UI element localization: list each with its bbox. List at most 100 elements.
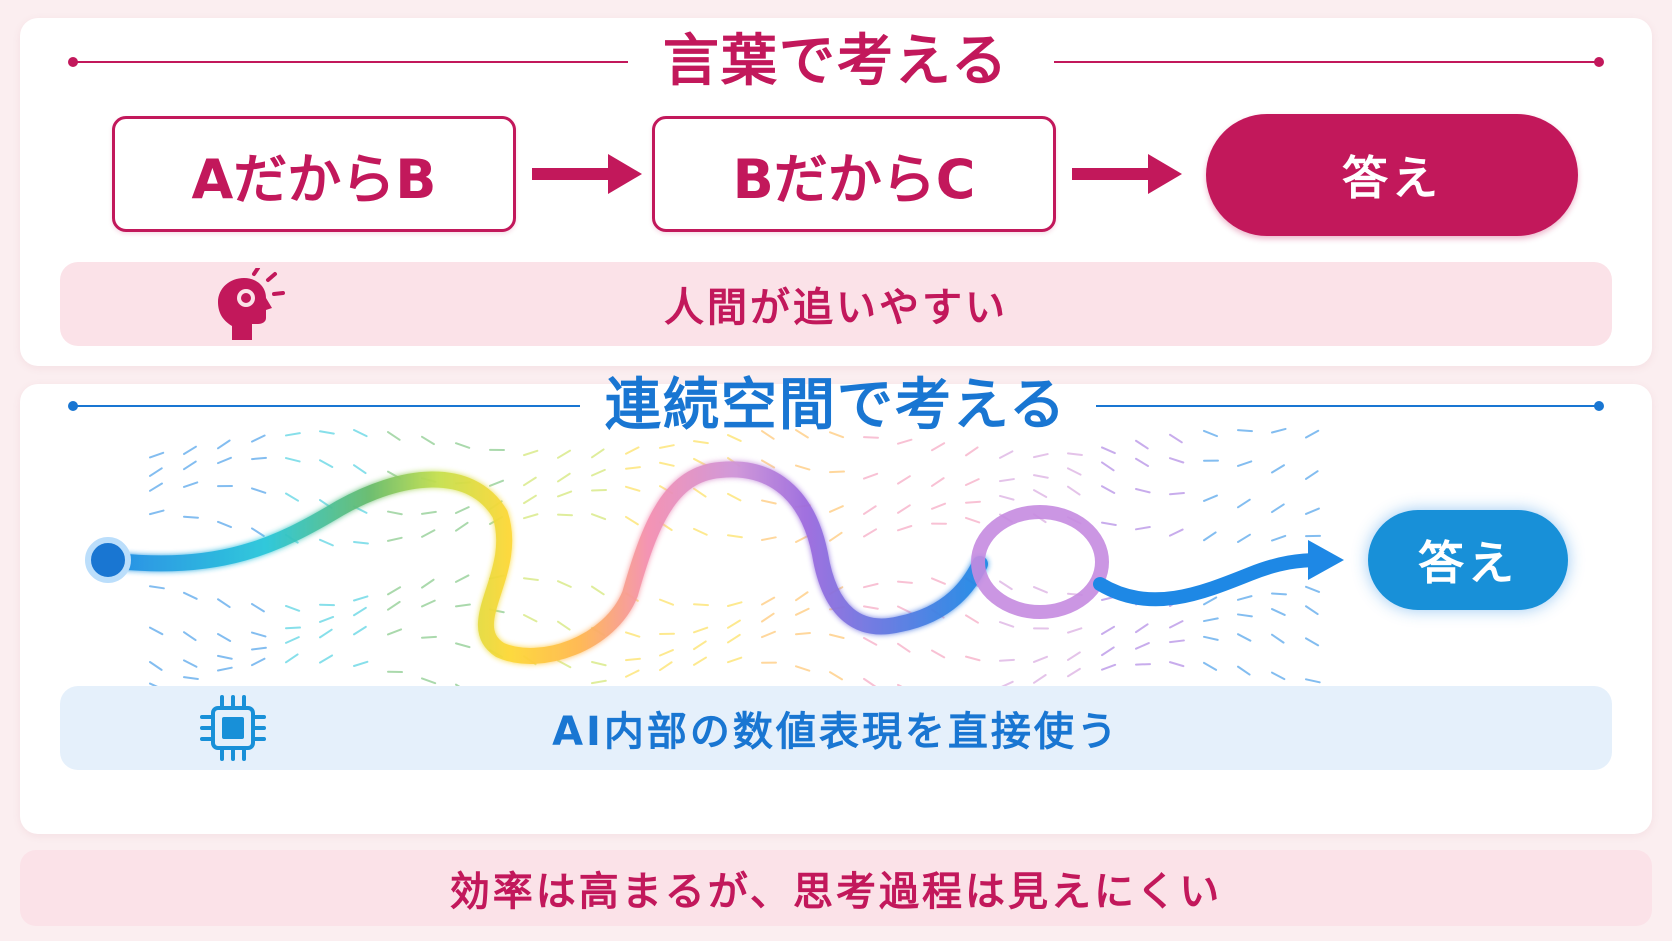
vector-field-arrow (421, 677, 437, 685)
vector-field-arrow (251, 657, 266, 667)
vector-field-arrow (863, 582, 879, 589)
vector-field-arrow (999, 450, 1014, 459)
vector-field-arrow (591, 679, 607, 685)
vector-field-arrow (285, 604, 301, 612)
vector-field-arrow (693, 440, 709, 445)
vector-field-arrow (183, 676, 199, 680)
vector-field-arrow (1305, 637, 1320, 647)
vector-field-arrow (727, 534, 743, 539)
vector-field-arrow (1033, 586, 1048, 594)
vector-field-arrow (1033, 489, 1048, 499)
continuous-path-diagram (85, 427, 1344, 698)
title-line-right (1054, 61, 1598, 63)
vector-field-arrow (1135, 623, 1149, 634)
vector-field-arrow (149, 509, 165, 516)
vector-field-arrow (591, 513, 607, 521)
vector-field-arrow (251, 603, 265, 613)
vector-field-arrow (863, 472, 879, 480)
vector-field-arrow (149, 585, 165, 590)
vector-field-arrow (863, 436, 879, 439)
vector-field-arrow (1169, 528, 1184, 537)
vector-field-arrow (1135, 525, 1151, 531)
vector-field-arrow (557, 513, 573, 517)
vector-field-arrow (727, 492, 742, 502)
vector-field-arrow (931, 502, 947, 510)
vector-field-arrow (1271, 503, 1285, 514)
vector-field-arrow (285, 432, 301, 437)
vector-field-arrow (999, 494, 1015, 501)
vector-field-arrow (557, 490, 573, 498)
vector-field-arrow (1169, 457, 1185, 464)
vector-field-arrow (1305, 585, 1321, 593)
vector-field-arrow (863, 528, 878, 538)
vector-field-arrow (693, 457, 708, 467)
vector-field-arrow (1101, 485, 1116, 494)
vector-field-arrow (591, 448, 605, 459)
vector-field-arrow (693, 640, 707, 651)
vector-field-arrow (523, 513, 539, 520)
vector-field-arrow (455, 574, 470, 583)
vector-field-arrow (149, 482, 163, 492)
vector-field-arrow (285, 457, 301, 463)
vector-field-arrow (965, 516, 981, 524)
vector-field-arrow (285, 636, 300, 644)
vector-field-arrow (1135, 439, 1149, 450)
vector-field-arrow (319, 615, 335, 623)
vector-field-arrow (319, 628, 333, 639)
vector-field-arrow (1135, 487, 1151, 494)
vector-field-arrow (1101, 521, 1117, 527)
vector-field-arrow (489, 479, 505, 487)
vector-field-arrow (761, 612, 775, 623)
arrow-head-icon (1308, 540, 1344, 580)
vector-field-arrow (421, 510, 437, 515)
vector-field-arrow (523, 449, 539, 457)
vector-field-arrow (625, 466, 641, 470)
vector-field-arrow (455, 603, 471, 608)
vector-field-arrow (931, 442, 946, 452)
vector-field-arrow (319, 459, 334, 468)
vector-field-arrow (727, 656, 743, 664)
vector-field-arrow (659, 461, 675, 467)
vector-field-arrow (1033, 474, 1049, 479)
vector-field-arrow (149, 626, 164, 636)
vector-field-arrow (251, 527, 265, 537)
vector-field-arrow (1169, 620, 1184, 629)
vector-field-arrow (523, 494, 537, 505)
vector-field-arrow (659, 444, 675, 449)
vector-field-arrow (1237, 429, 1253, 433)
vector-field-arrow (897, 605, 912, 614)
vector-field-arrow (965, 614, 979, 624)
vector-field-arrow (557, 620, 571, 631)
vector-field-arrow (217, 632, 232, 642)
vector-field-arrow (1101, 646, 1115, 657)
words-note-band: 人間が追いやすい (60, 262, 1612, 346)
vector-field-arrow (727, 434, 742, 442)
vector-field-arrow (761, 596, 776, 606)
vector-field-arrow (1305, 470, 1319, 480)
vector-field-arrow (659, 598, 675, 606)
vector-field-arrow (727, 633, 741, 644)
vector-field-arrow (353, 540, 369, 545)
words-panel: 言葉で考える AだからB BだからC 答え 人間が追いやすい (20, 18, 1652, 366)
vector-field-arrow (251, 434, 266, 443)
vector-field-arrow (931, 577, 946, 585)
vector-field-arrow (1067, 485, 1081, 496)
vector-field-arrow (149, 660, 163, 671)
vector-field-arrow (591, 468, 606, 477)
vector-field-arrow (1271, 534, 1287, 542)
vector-field-arrow (761, 459, 776, 469)
vector-field-arrow (285, 626, 301, 630)
vector-field-arrow (625, 485, 641, 492)
vector-field-arrow (1203, 661, 1218, 671)
vector-field-arrow (931, 477, 945, 487)
vector-field-arrow (149, 467, 163, 477)
vector-field-arrow (931, 649, 946, 659)
vector-field-arrow (693, 487, 707, 498)
vector-field-arrow (897, 438, 913, 445)
footer-text: 効率は高まるが、思考過程は見えにくい (449, 869, 1223, 915)
vector-field-arrow (795, 632, 811, 636)
head-thinking-icon (218, 268, 285, 340)
vector-field-arrow (319, 538, 334, 547)
vector-field-arrow (251, 456, 267, 461)
vector-field-arrow (455, 442, 471, 449)
